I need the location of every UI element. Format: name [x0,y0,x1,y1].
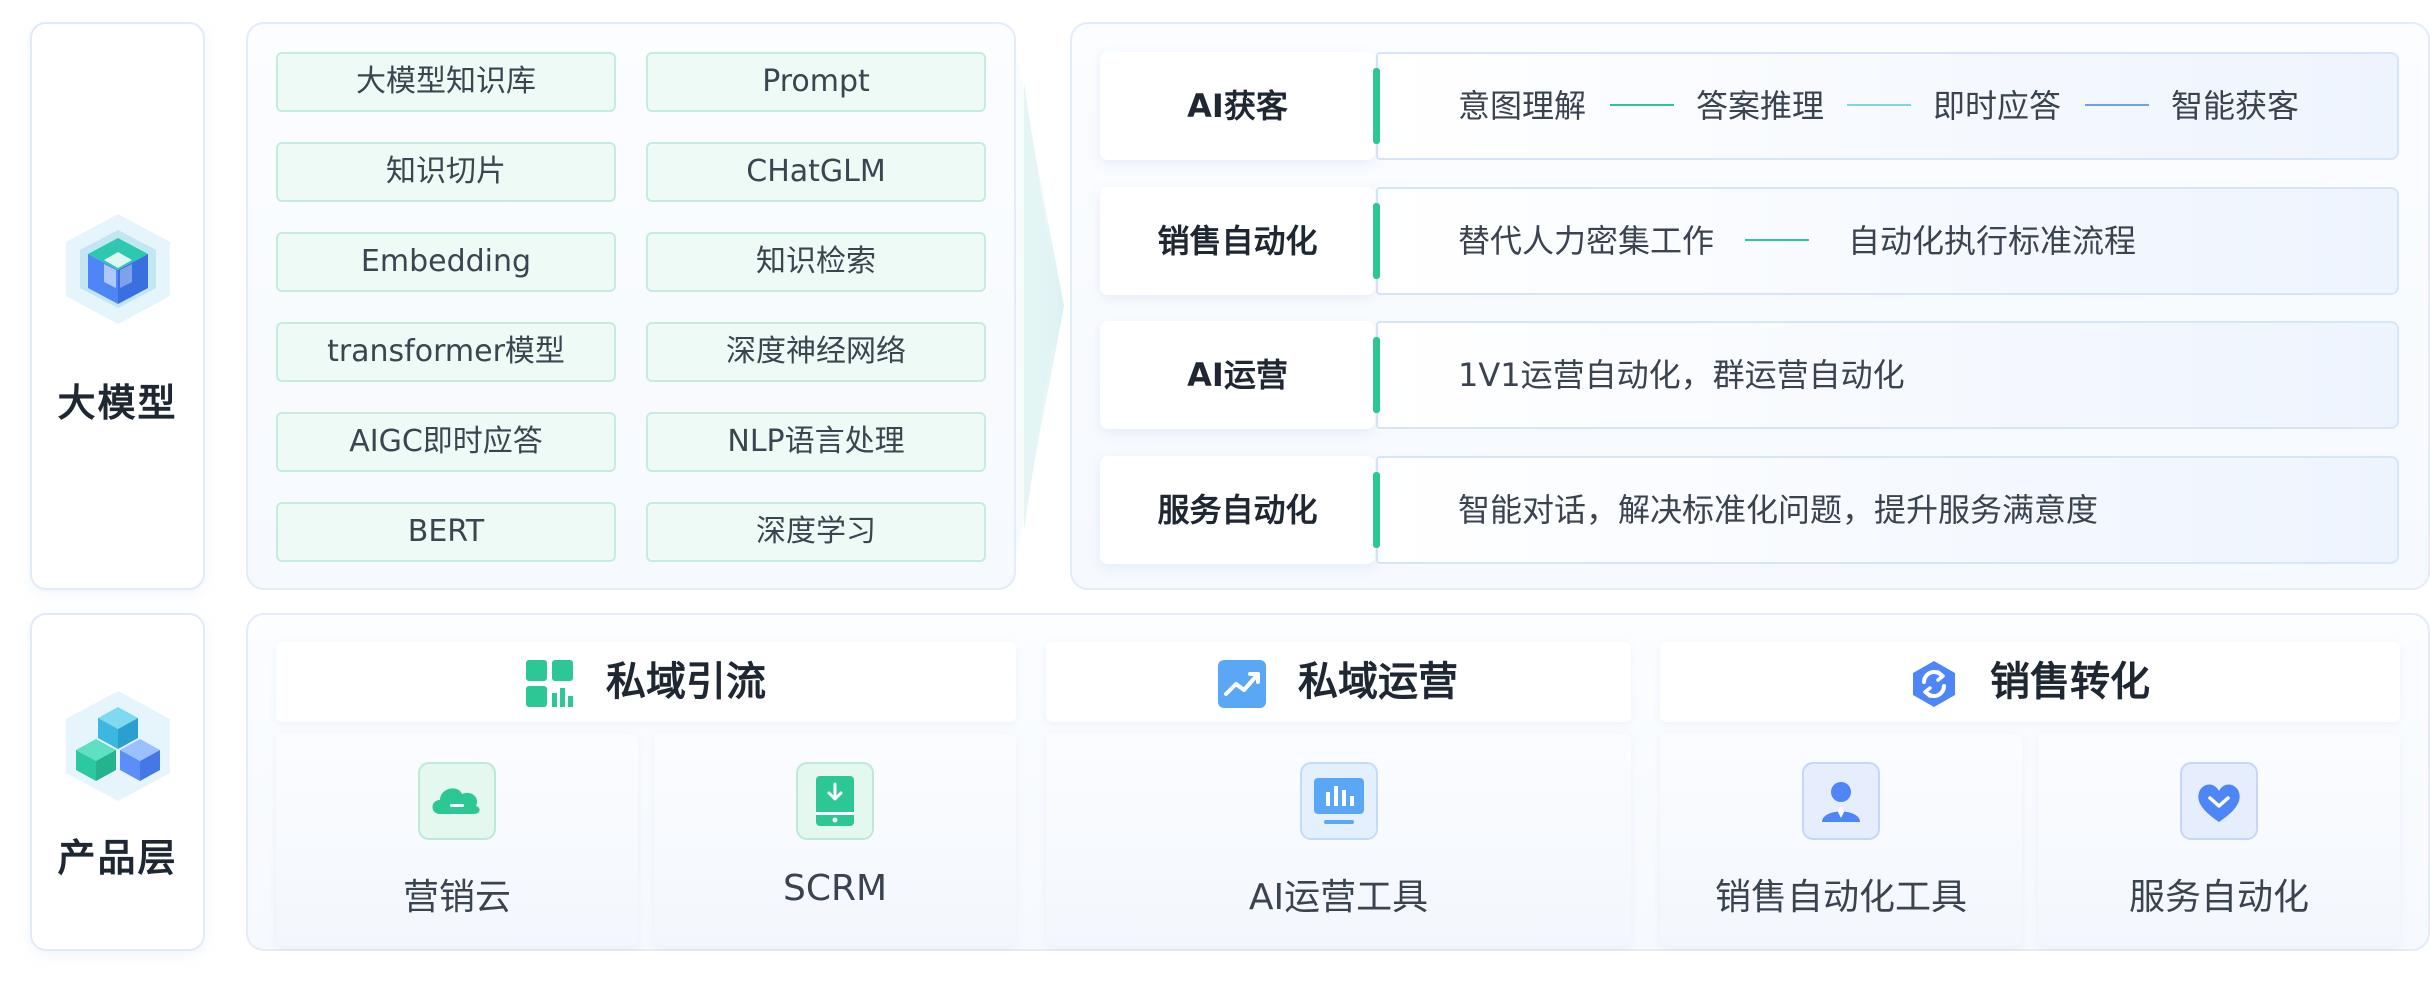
convert-hex-icon [1913,661,1955,707]
product-label: 销售自动化工具 [1714,877,1967,918]
step-connector [1610,104,1674,106]
scenario-row-ai-operation: 1V1运营自动化，群运营自动化 [1376,321,2399,429]
screen-chart-icon [1299,762,1378,840]
product-service-automation: 服务自动化 [2038,734,2400,946]
product-label: SCRM [782,868,888,909]
user-icon [1802,762,1880,840]
tech-item: 大模型知识库 [276,52,616,112]
grid-chart-icon [526,660,573,707]
scenario-step: 答案推理 [1696,87,1825,125]
product-layer-title: 产品层 [57,836,178,880]
tech-item: Embedding [276,232,616,292]
tech-item: CHatGLM [646,142,986,202]
scenario-name: AI运营 [1100,321,1375,429]
category-private-operation: 私域运营 [1046,642,1631,722]
scenario-step: 1V1运营自动化，群运营自动化 [1458,356,1905,394]
product-sales-automation-tool: 销售自动化工具 [1660,734,2022,946]
product-label: 服务自动化 [2128,877,2309,918]
scenario-accent-bar [1373,203,1380,279]
tech-item: transformer模型 [276,322,616,382]
model-layer-title: 大模型 [57,381,178,425]
product-ai-operation-tool: AI运营工具 [1046,734,1631,946]
trend-line-icon [1218,660,1266,708]
product-scrm: SCRM [654,734,1016,946]
scenario-row-service-automation: 智能对话，解决标准化问题，提升服务满意度 [1376,456,2399,564]
category-sales-conversion: 销售转化 [1660,642,2400,722]
scenario-step: 即时应答 [1933,87,2062,125]
scenario-step: 智能获客 [2171,87,2300,125]
tech-item: 深度学习 [646,502,986,562]
tech-item: 知识检索 [646,232,986,292]
product-layer-label: 产品层 [30,613,205,951]
step-connector [1745,239,1809,241]
scenario-accent-bar [1373,68,1380,144]
model-layer-label: 大模型 [30,22,205,590]
step-connector [1847,104,1911,106]
category-title: 私域引流 [606,659,766,705]
scenario-step: 自动化执行标准流程 [1848,222,2137,260]
scenario-name: 销售自动化 [1100,187,1375,295]
product-marketing-cloud: 营销云 [276,734,638,946]
scenario-step: 智能对话，解决标准化问题，提升服务满意度 [1458,491,2099,529]
scenario-row-ai-acquisition: 意图理解 答案推理 即时应答 智能获客 [1376,52,2399,160]
tech-item: AIGC即时应答 [276,412,616,472]
tech-item: 知识切片 [276,142,616,202]
step-connector [2085,104,2149,106]
tech-panel [246,22,1016,590]
tech-item: Prompt [646,52,986,112]
category-private-traffic: 私域引流 [276,642,1016,722]
scenario-name: 服务自动化 [1100,456,1375,564]
heart-icon [2180,762,2258,840]
scenario-name: AI获客 [1100,52,1375,160]
scenario-step: 替代人力密集工作 [1458,222,1715,260]
flow-arrow-icon [1016,52,1064,560]
cloud-icon [418,762,496,840]
scenario-step: 意图理解 [1458,87,1587,125]
tablet-download-icon [796,762,874,840]
category-title: 私域运营 [1298,659,1458,705]
tech-item: 深度神经网络 [646,322,986,382]
cube-icon [65,214,170,324]
product-label: 营销云 [402,877,511,918]
tech-item: BERT [276,502,616,562]
category-title: 销售转化 [1990,659,2150,705]
product-label: AI运营工具 [1248,877,1429,918]
blocks-icon [65,691,170,801]
scenario-accent-bar [1373,472,1380,548]
tech-item: NLP语言处理 [646,412,986,472]
scenario-accent-bar [1373,337,1380,413]
scenario-row-sales-automation: 替代人力密集工作 自动化执行标准流程 [1376,187,2399,295]
